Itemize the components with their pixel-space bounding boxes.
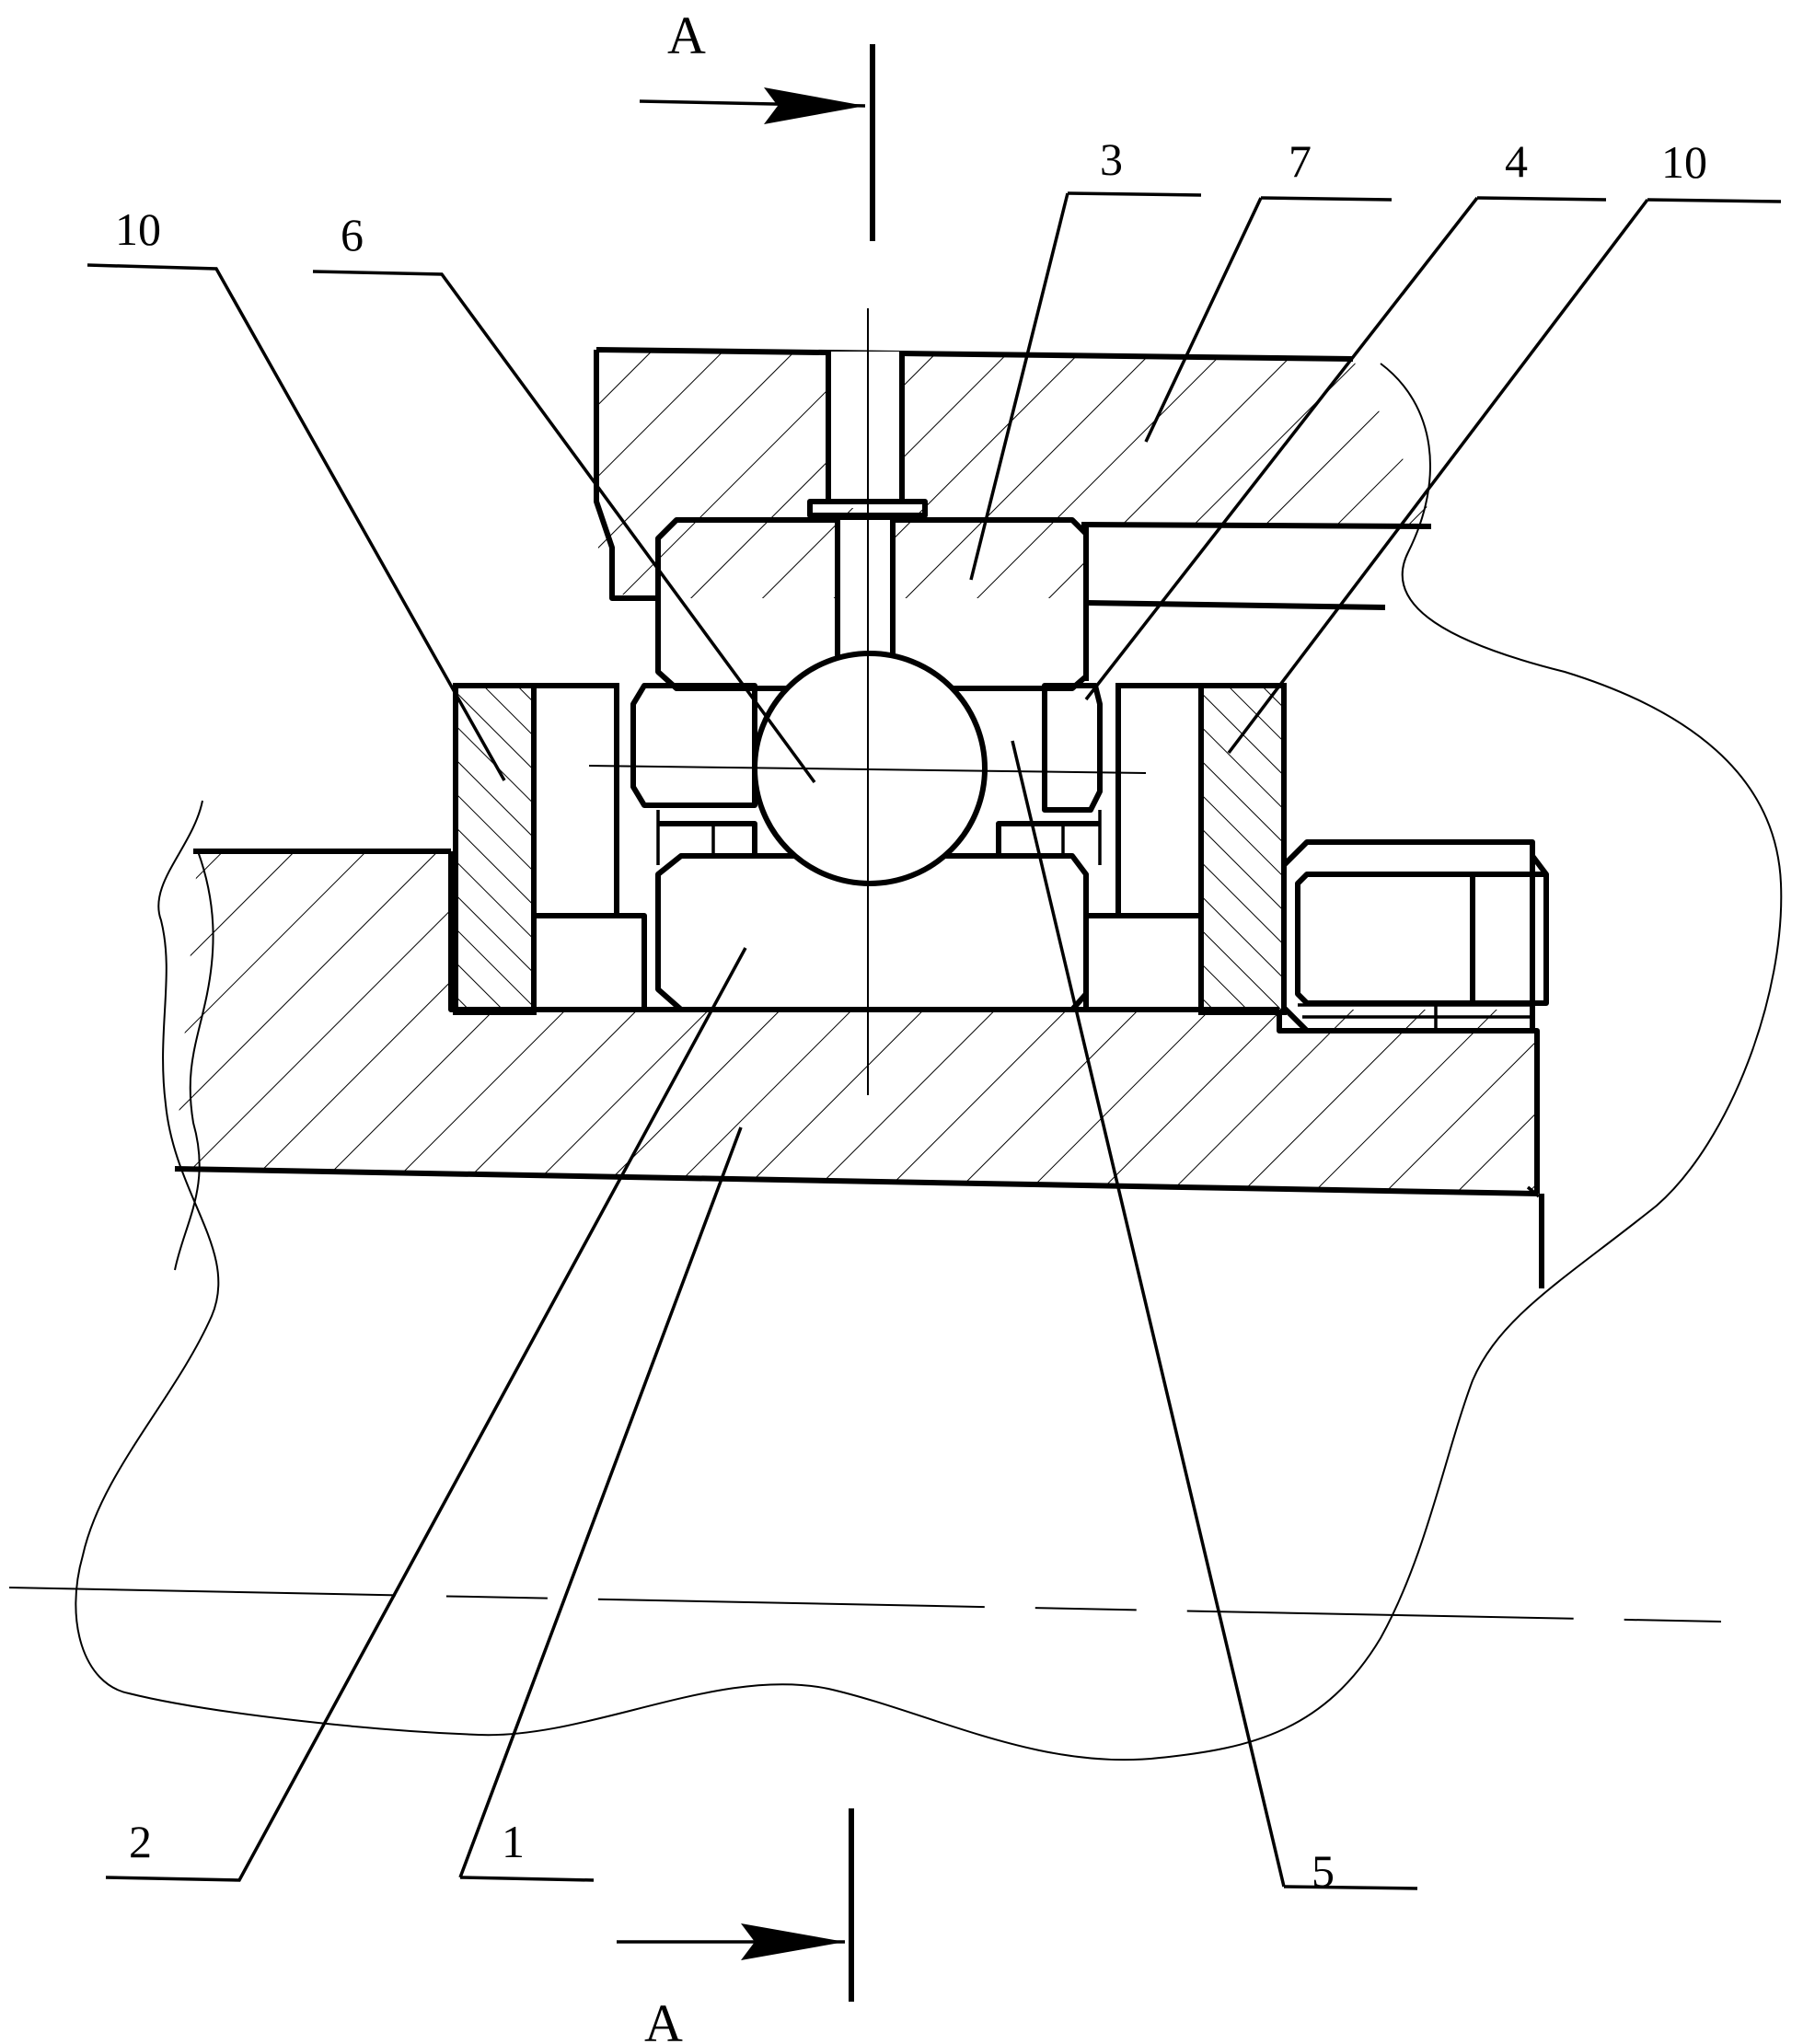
shaft-bottom-line bbox=[174, 1166, 1538, 1196]
label-4-text: 4 bbox=[1505, 135, 1528, 187]
axis-centerline bbox=[8, 1587, 1722, 1622]
label-1-text: 1 bbox=[502, 1816, 525, 1867]
section-mark-bottom: A bbox=[617, 1808, 854, 2044]
end-cap-bottom-lines bbox=[1298, 1003, 1532, 1031]
housing-bore-line-2 bbox=[1085, 600, 1386, 610]
oil-hole-housing bbox=[828, 352, 902, 508]
inner-ring-flange-left bbox=[658, 821, 757, 856]
end-cap-right bbox=[1473, 854, 1549, 1006]
horizontal-centerline bbox=[588, 765, 1147, 774]
housing-section bbox=[596, 350, 1436, 598]
inner-ring-flange-right bbox=[996, 821, 1100, 856]
housing-bore-line bbox=[1081, 522, 1432, 529]
label-10-right: 10 bbox=[1227, 136, 1782, 755]
label-3: 3 bbox=[969, 133, 1202, 581]
left-spacer-base bbox=[531, 913, 647, 1012]
right-spacer-base bbox=[1083, 913, 1204, 1012]
arrowhead-top-icon bbox=[764, 87, 865, 124]
right-cage bbox=[1042, 683, 1103, 813]
label-10-right-text: 10 bbox=[1661, 136, 1707, 188]
oil-hole-housing-lines bbox=[826, 352, 905, 502]
label-6: 6 bbox=[312, 209, 816, 784]
break-outline bbox=[75, 363, 1783, 1761]
label-5-text: 5 bbox=[1312, 1845, 1335, 1897]
label-7-text: 7 bbox=[1289, 135, 1312, 187]
outer-ring-hole bbox=[838, 520, 893, 653]
housing-outline bbox=[594, 347, 1354, 601]
shaft-section bbox=[175, 851, 1537, 1194]
right-spacer-inner bbox=[1115, 683, 1204, 918]
inner-ring bbox=[655, 853, 1089, 1012]
label-7: 7 bbox=[1144, 135, 1393, 443]
label-6-text: 6 bbox=[341, 209, 364, 260]
label-2: 2 bbox=[105, 947, 747, 1882]
left-cage bbox=[630, 683, 757, 808]
label-2-text: 2 bbox=[129, 1816, 152, 1867]
arrowhead-bottom-icon bbox=[741, 1923, 845, 1960]
right-spacer bbox=[1198, 683, 1287, 1015]
label-4: 4 bbox=[1084, 135, 1607, 701]
section-label-bottom: A bbox=[644, 1993, 683, 2044]
label-3-text: 3 bbox=[1100, 133, 1123, 185]
end-cap-inner bbox=[1295, 872, 1475, 1006]
label-1: 1 bbox=[458, 1126, 743, 1882]
end-cap-outer bbox=[1281, 839, 1535, 1034]
outer-ring-hole-lines bbox=[835, 520, 896, 658]
section-mark-top: A bbox=[639, 6, 875, 241]
label-10-left-text: 10 bbox=[115, 203, 161, 255]
left-spacer bbox=[453, 683, 537, 1015]
section-label-top: A bbox=[667, 6, 706, 65]
shaft-end-chamfer bbox=[1526, 1185, 1541, 1198]
left-spacer-inner bbox=[531, 683, 619, 918]
label-5: 5 bbox=[1011, 740, 1418, 1897]
oil-hole-counterbore bbox=[807, 499, 928, 518]
cage-gap-lines bbox=[656, 810, 1102, 865]
label-10-left: 10 bbox=[87, 203, 506, 781]
